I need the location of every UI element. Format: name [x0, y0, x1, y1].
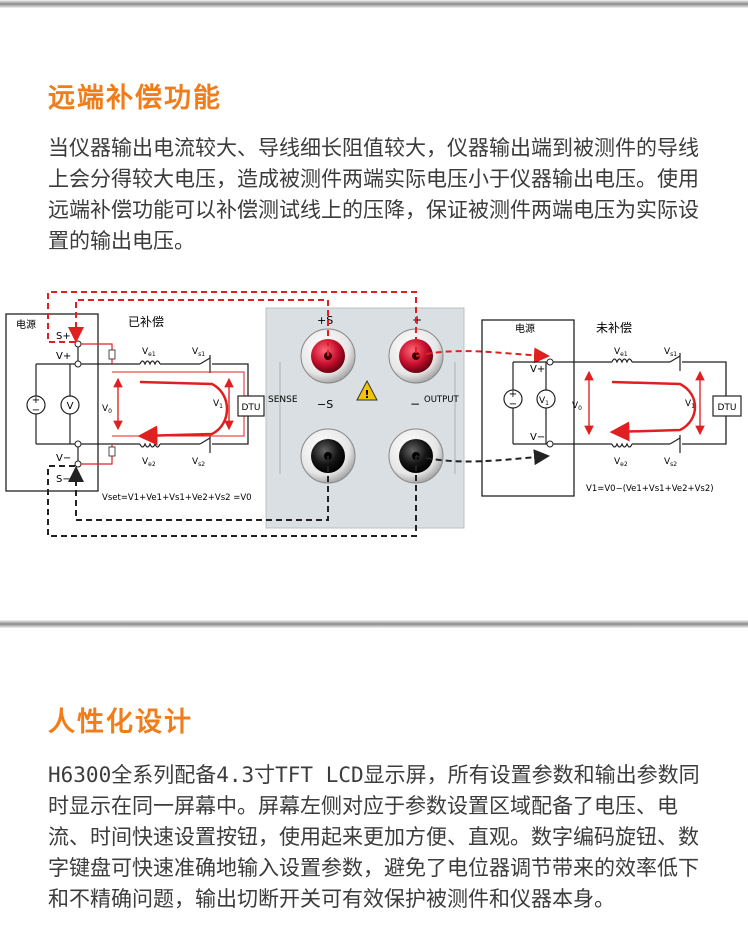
right-wire-resistance-top: [611, 358, 633, 364]
right-voltmeter-icon: [536, 389, 556, 409]
right-v-plus-label: V+: [530, 364, 545, 375]
right-formula: V1=V0−(Ve1+Vs1+Ve2+Vs2): [586, 484, 714, 494]
middle-divider: [0, 620, 748, 628]
svg-text:+: +: [509, 389, 517, 400]
left-wire-resistance-bottom: [139, 442, 161, 448]
svg-text:!: !: [364, 388, 369, 401]
right-vs1-label: Vs1: [664, 347, 677, 358]
left-source-label: 电源: [16, 318, 36, 331]
section-title-remote-compensation: 远端补偿功能: [48, 83, 222, 114]
svg-text:−: −: [32, 405, 40, 416]
right-dtu-box: [712, 395, 742, 417]
connection-wires: [47, 291, 550, 537]
section-body-remote-compensation: 当仪器输出电流较大、导线细长阻值较大，仪器输出端到被测件的导线上会分得较大电压，…: [48, 136, 699, 253]
terminal-panel: +S + −S − SENSE OUTPUT !: [265, 307, 465, 529]
right-v0-label: V0: [572, 401, 582, 412]
top-divider: [0, 0, 748, 8]
right-dc-source-icon: [503, 389, 523, 409]
svg-text:V: V: [67, 401, 74, 412]
right-v1-label: V1: [685, 399, 695, 410]
left-current-arrow: [137, 380, 229, 446]
warning-icon: [356, 379, 378, 401]
left-wire-resistance-top: [139, 360, 161, 366]
right-source-box: [481, 319, 575, 497]
left-voltmeter-icon: [60, 395, 80, 415]
left-s-plus-label: S+: [56, 331, 71, 342]
left-dtu-label: DTU: [241, 403, 260, 413]
svg-text:+: +: [32, 395, 40, 406]
left-dtu-box: [237, 395, 265, 417]
left-circuit: 电源 S+ V+ V− S− 已补偿 + − V DTU: [5, 313, 265, 503]
panel-sense-label: SENSE: [268, 395, 298, 405]
right-state-label: 未补偿: [596, 320, 632, 335]
left-ve1-label: Ve1: [142, 347, 156, 358]
left-source-box: [5, 313, 99, 492]
panel-plus-s-label: +S: [317, 314, 333, 327]
panel-plus-label: +: [412, 313, 422, 327]
left-dc-source-icon: [26, 395, 46, 415]
left-vs2-label: Vs2: [192, 457, 205, 468]
right-v-minus-label: V−: [530, 432, 545, 443]
left-formula: Vset=V1+Ve1+Vs1+Ve2+Vs2 =V0: [102, 493, 252, 503]
panel-minus-label: −: [410, 397, 420, 411]
panel-output-label: OUTPUT: [424, 395, 459, 405]
left-vs1-label: Vs1: [192, 347, 205, 358]
right-ve2-label: Ve2: [614, 457, 628, 468]
right-wire-resistance-bottom: [611, 442, 633, 448]
section-body-humanized-design: H6300全系列配备4.3寸TFT LCD显示屏，所有设置参数和输出参数同时显示…: [48, 763, 700, 911]
right-current-arrow: [609, 380, 697, 442]
left-s-minus-label: S−: [56, 474, 71, 485]
right-source-label: 电源: [515, 322, 535, 335]
left-v-minus-label: V−: [56, 453, 71, 464]
right-circuit: 电源 未补偿 V+ V− + − V1 DTU V0 V1 Ve1 Vs1 Ve…: [481, 319, 742, 497]
remote-sense-diagram: 电源 S+ V+ V− S− 已补偿 + − V DTU: [5, 291, 742, 537]
right-dtu-label: DTU: [717, 403, 736, 413]
section-title-humanized-design: 人性化设计: [48, 707, 193, 738]
left-v-plus-label: V+: [56, 351, 71, 362]
left-v0-label: V0: [102, 404, 112, 415]
svg-text:−: −: [509, 399, 517, 410]
right-vs2-label: Vs2: [664, 457, 677, 468]
left-state-label: 已补偿: [128, 314, 164, 329]
left-ve2-label: Ve2: [142, 457, 156, 468]
panel-minus-s-label: −S: [317, 398, 333, 411]
left-v1-label: V1: [213, 399, 223, 410]
right-ve1-label: Ve1: [614, 347, 628, 358]
svg-text:V1: V1: [539, 396, 549, 407]
